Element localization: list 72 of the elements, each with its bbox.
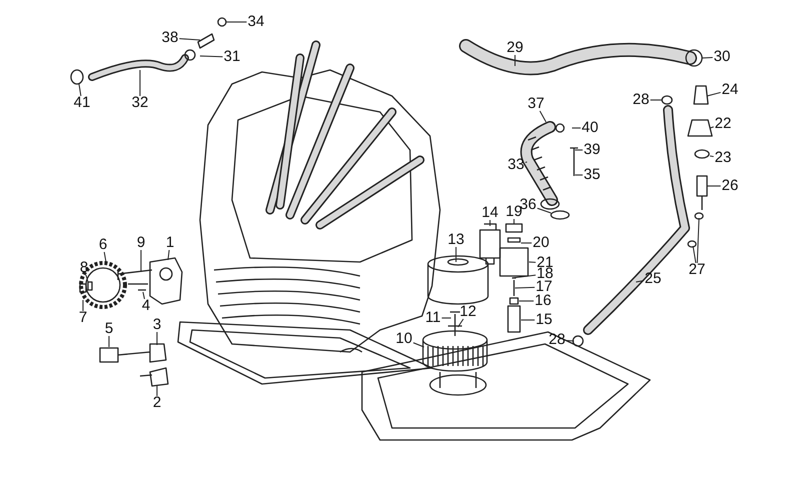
callout-number: 31 <box>224 49 240 65</box>
leader-line <box>710 126 714 128</box>
callout-number: 3 <box>152 317 162 333</box>
callout-number: 34 <box>248 14 264 30</box>
leader-line <box>574 174 584 176</box>
leader-line <box>528 262 536 263</box>
leader-line <box>520 242 532 244</box>
callout-number: 28 <box>632 92 650 108</box>
leader-line <box>706 92 722 96</box>
callout-number: 9 <box>136 235 146 251</box>
leader-line <box>156 386 158 396</box>
leader-line <box>104 252 106 262</box>
callout-number: 30 <box>714 49 730 65</box>
leader-line <box>86 274 88 282</box>
callout-number: 29 <box>506 40 524 56</box>
leader-line <box>518 300 534 302</box>
leader-line <box>78 84 82 96</box>
callout-number: 2 <box>152 395 162 411</box>
callout-number: 24 <box>722 82 738 98</box>
leader-line <box>514 286 536 288</box>
callout-number: 37 <box>528 96 544 112</box>
leader-line <box>168 250 170 260</box>
leader-line <box>696 218 700 264</box>
leader-line <box>458 318 464 328</box>
callout-number: 11 <box>425 310 441 326</box>
callout-number: 13 <box>448 232 464 248</box>
callout-number: 1 <box>166 235 174 251</box>
callout-number: 15 <box>536 312 552 328</box>
callout-number: 23 <box>714 150 732 166</box>
callout-number: 12 <box>460 304 476 320</box>
callout-number: 16 <box>534 293 552 309</box>
callout-number: 35 <box>584 167 600 183</box>
callout-number: 19 <box>506 204 522 220</box>
leader-line <box>636 280 644 282</box>
leader-line <box>200 56 224 58</box>
callout-number: 39 <box>584 142 600 158</box>
callout-number: 18 <box>536 266 554 282</box>
leader-line <box>702 56 714 58</box>
callout-number: 5 <box>104 321 114 337</box>
callout-number: 25 <box>644 271 662 287</box>
callout-number: 20 <box>532 235 550 251</box>
leader-line <box>412 342 424 348</box>
callout-number: 17 <box>536 279 552 295</box>
leader-line <box>539 110 546 122</box>
leader-line <box>82 300 84 312</box>
callout-number: 8 <box>80 260 88 276</box>
callout-number: 33 <box>508 157 524 173</box>
leader-line <box>178 38 200 40</box>
callout-number: 28 <box>548 332 566 348</box>
callout-number: 14 <box>482 205 498 221</box>
callout-number: 7 <box>78 310 88 326</box>
leader-line <box>140 250 142 272</box>
callout-number: 10 <box>396 331 412 347</box>
callout-number: 38 <box>162 30 178 46</box>
leader-line <box>536 208 552 214</box>
callout-number: 22 <box>714 116 732 132</box>
callout-number: 41 <box>74 95 90 111</box>
callout-number: 6 <box>98 237 108 253</box>
leader-line <box>524 162 528 163</box>
callout-number: 32 <box>132 95 148 111</box>
callout-number: 26 <box>722 178 738 194</box>
leader-line <box>108 336 110 348</box>
leader-line <box>512 274 536 278</box>
leader-line <box>514 54 516 66</box>
callout-number: 27 <box>688 262 706 278</box>
callout-number: 40 <box>582 120 598 136</box>
leader-line <box>142 292 145 300</box>
leader-line <box>566 340 574 342</box>
leader-line <box>156 332 158 346</box>
leader-line <box>710 156 714 158</box>
callout-number: 4 <box>142 298 150 314</box>
leader-line <box>692 246 696 264</box>
